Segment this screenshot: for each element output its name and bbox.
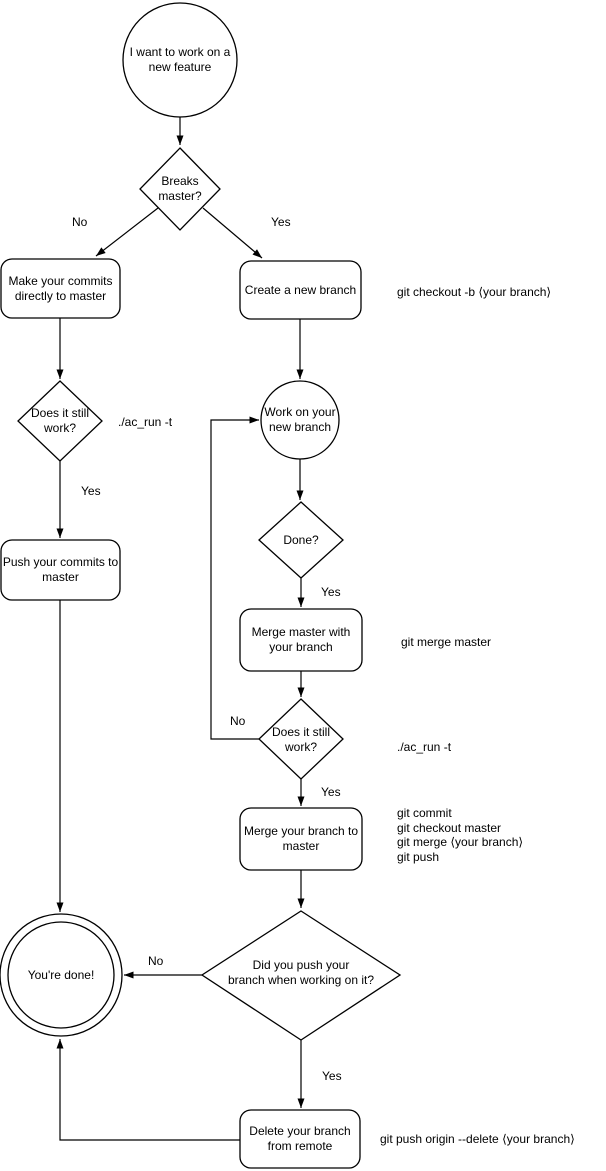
edge-breaks-master-yes	[202, 207, 263, 259]
edge-label-breaks-yes: Yes	[271, 215, 291, 229]
annotation-ac-run-2: ./ac_run -t	[397, 740, 452, 754]
edge-label-still-work-2-no: No	[230, 714, 246, 728]
edge-label-still-work-2-yes: Yes	[321, 785, 341, 799]
youre-done-inner-circle-shape	[7, 921, 115, 1029]
still-work-2-diamond-shape	[258, 698, 344, 780]
edge-label-did-push-no: No	[148, 954, 164, 968]
breaks-master-diamond-shape	[139, 147, 221, 231]
push-commits-box-shape	[0, 539, 121, 601]
create-branch-box-shape	[239, 260, 362, 320]
delete-remote-box-shape	[239, 1109, 361, 1169]
edge-delete-remote-to-done	[56, 1039, 240, 1141]
edge-label-breaks-no: No	[72, 215, 88, 229]
edge-label-done-yes: Yes	[321, 585, 341, 599]
annotation-ac-run-1: ./ac_run -t	[118, 415, 173, 429]
annotation-merge-master-cmd: git merge master	[401, 635, 492, 649]
merge-master-box-shape	[239, 608, 363, 672]
edge-breaks-master-no	[95, 207, 159, 257]
done-q-diamond-shape	[258, 501, 344, 579]
did-push-diamond-shape	[200, 910, 402, 1041]
work-branch-circle-shape	[260, 380, 340, 460]
edge-still-work-2-no-loop	[210, 416, 259, 740]
annotation-cmd-git-merge: git merge ⟨your branch⟩	[397, 835, 524, 850]
merge-branch-box-shape	[239, 807, 363, 871]
annotation-checkout-branch: git checkout -b ⟨your branch⟩	[397, 285, 552, 299]
commit-master-box-shape	[0, 258, 121, 319]
annotation-cmd-git-commit: git commit	[397, 806, 452, 820]
annotation-delete-remote-cmd: git push origin --delete ⟨your branch⟩	[380, 1132, 575, 1146]
annotation-merge-push-cmds: git commit git checkout master git merge…	[397, 806, 523, 864]
annotation-cmd-git-push: git push	[397, 849, 440, 864]
start-node-shape	[122, 2, 238, 118]
still-work-1-diamond-shape	[17, 380, 103, 462]
edge-label-did-push-yes: Yes	[322, 1069, 342, 1083]
edge-label-still-work-1-yes: Yes	[81, 484, 101, 498]
annotation-cmd-git-checkout: git checkout master	[397, 820, 502, 835]
